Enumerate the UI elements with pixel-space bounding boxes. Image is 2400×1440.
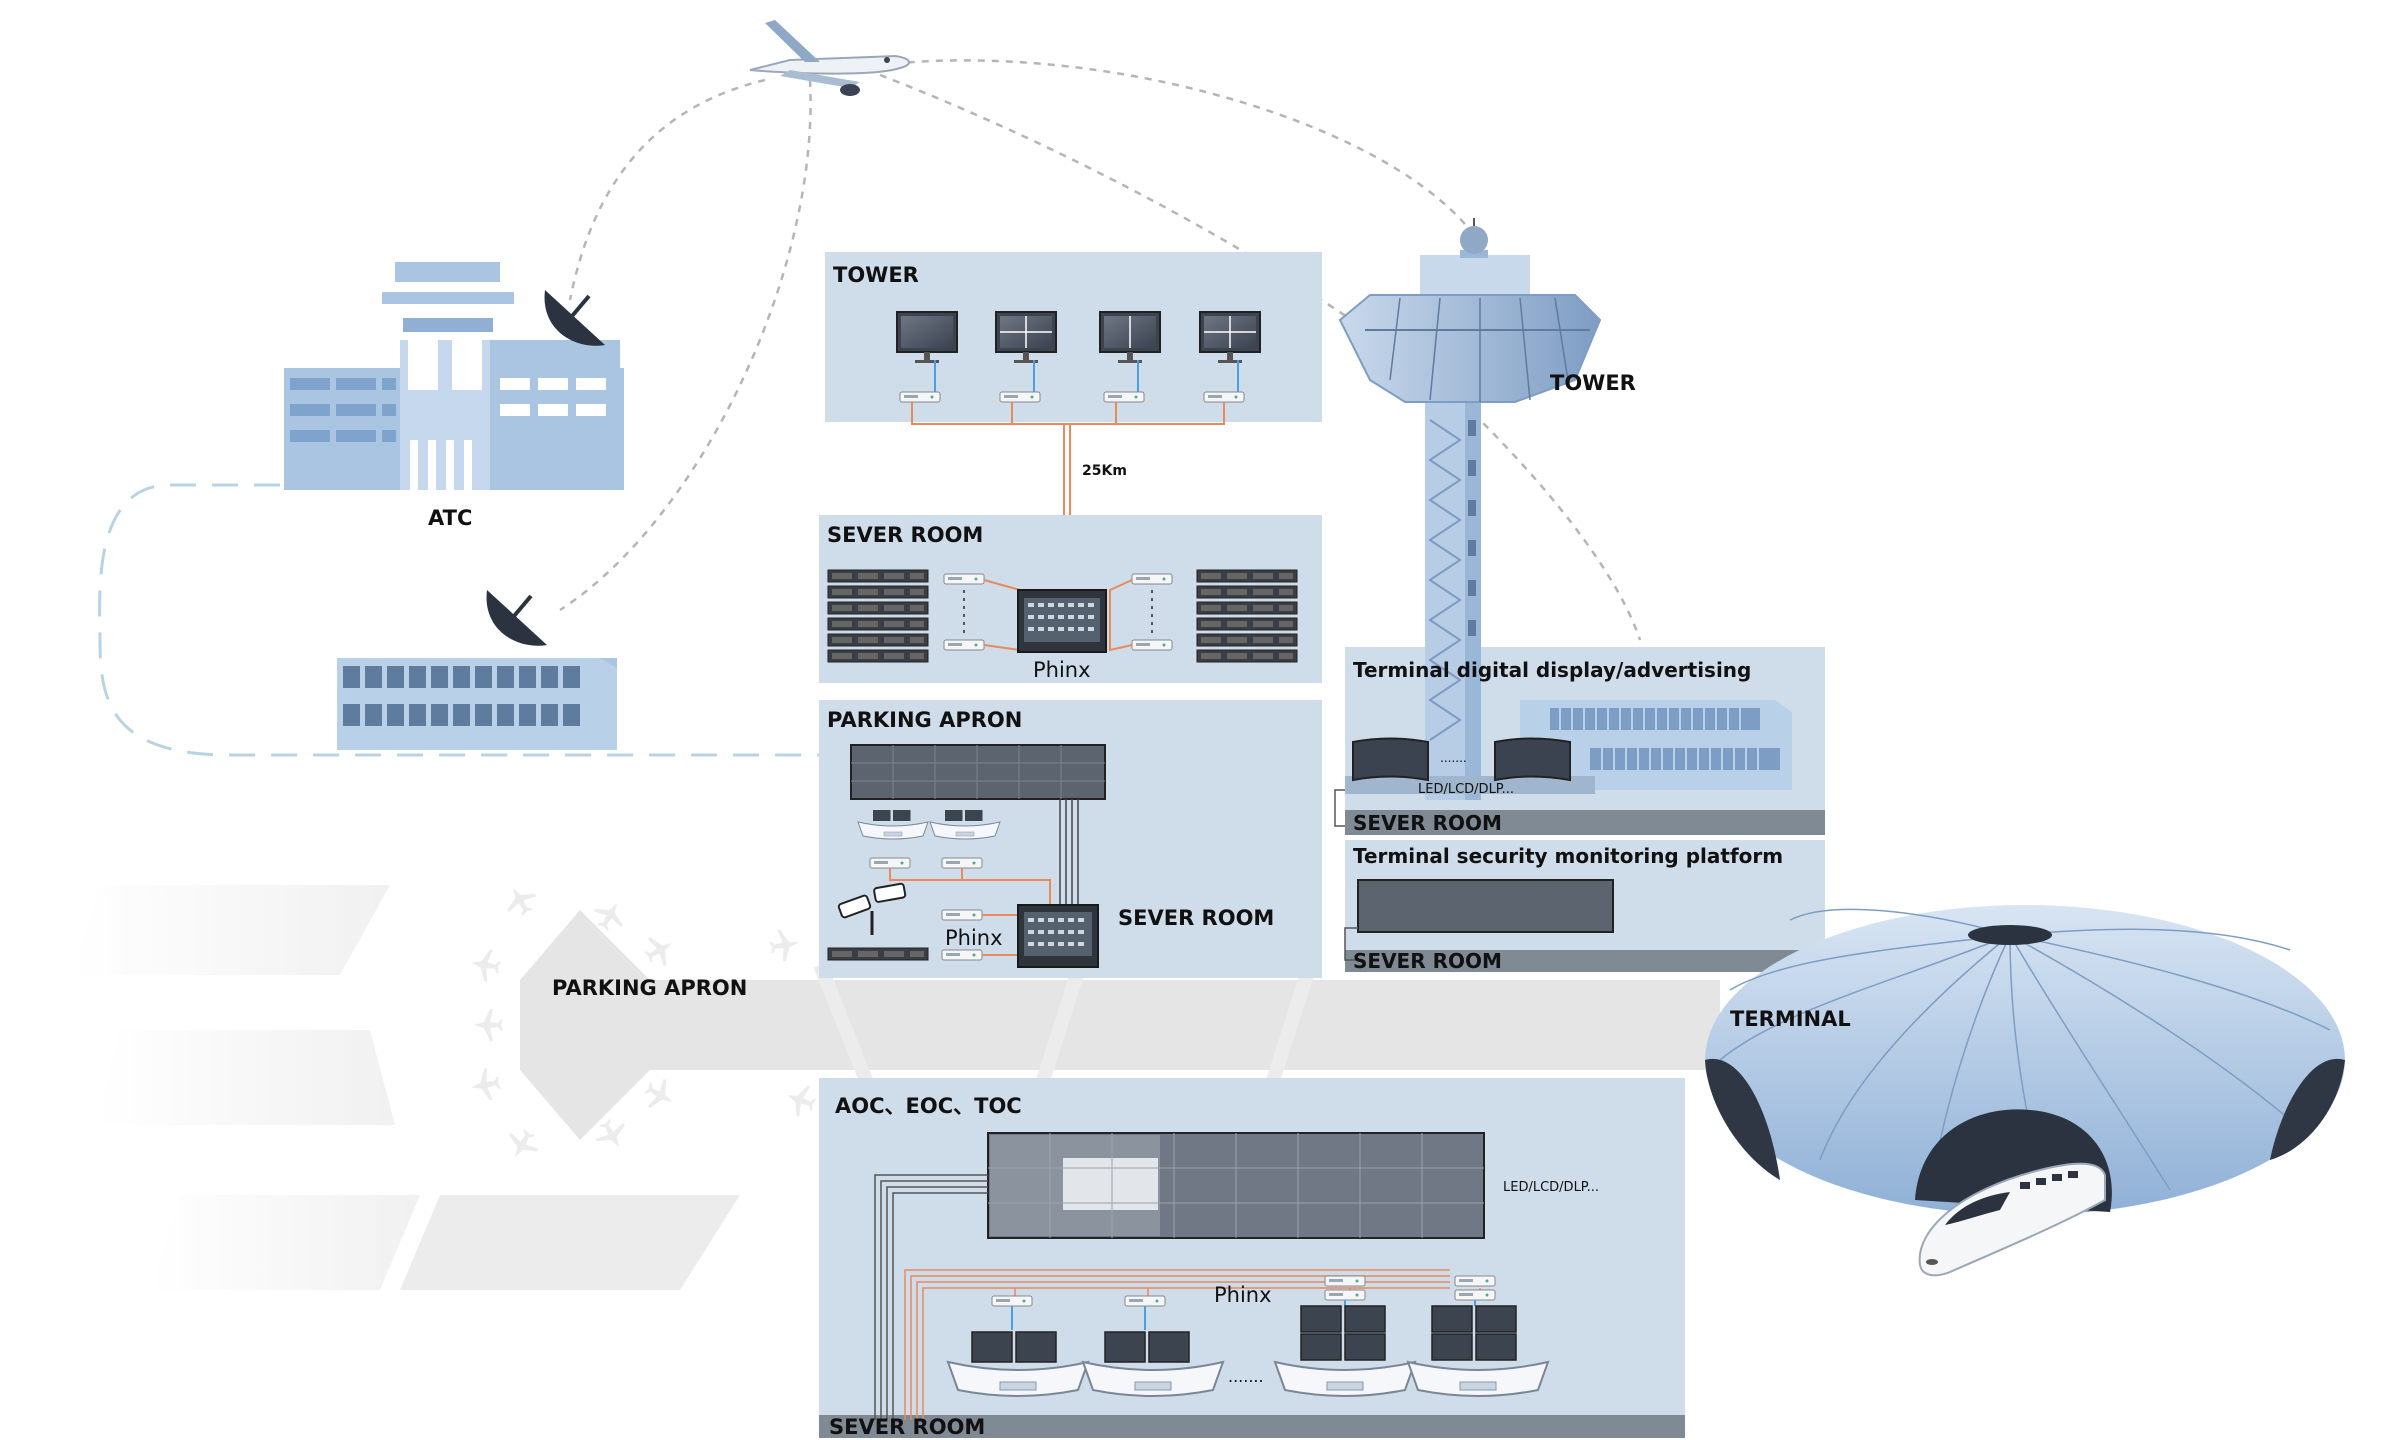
led-aoc-label: LED/LCD/DLP... — [1503, 1180, 1599, 1195]
distance-label: 25Km — [1082, 463, 1127, 479]
secondary-building — [337, 658, 617, 750]
display-building: ....... LED/LCD/DLP... — [1334, 700, 1792, 827]
satellite-dish-icon — [544, 290, 605, 346]
airplane-icon — [749, 20, 910, 96]
phinx-apron-label: Phinx — [945, 926, 1003, 950]
tower-building-label: TOWER — [1550, 371, 1636, 395]
control-tower-icon: TOWER — [1338, 218, 1636, 800]
phinx-switch — [1017, 589, 1107, 653]
tower-panel: TOWER — [825, 252, 1322, 590]
operator-desk — [947, 1295, 1089, 1397]
satellite-dish-icon — [486, 590, 547, 646]
train-icon — [1918, 1162, 2106, 1277]
server-room-panel: SEVER ROOM Phinx — [819, 515, 1322, 683]
receiver-device — [1203, 391, 1245, 403]
server-room-apron-label: SEVER ROOM — [1118, 906, 1274, 930]
server-rack-icon — [827, 947, 929, 961]
receiver-device — [899, 391, 941, 403]
aoc-label: AOC、EOC、TOC — [835, 1094, 1022, 1118]
atc-building: ATC — [284, 262, 624, 530]
video-wall — [850, 744, 1106, 800]
receiver-device — [1103, 391, 1145, 403]
parking-apron-field-label: PARKING APRON — [552, 976, 747, 1000]
server-room-bottom-label: SEVER ROOM — [829, 1415, 985, 1439]
terminal-label: TERMINAL — [1730, 1007, 1851, 1031]
server-room-display-label: SEVER ROOM — [1353, 811, 1502, 835]
parking-apron-panel: PARKING APRON — [819, 700, 1322, 978]
operator-desk — [929, 810, 1001, 840]
video-wall — [987, 1132, 1485, 1239]
operator-desk — [857, 810, 929, 840]
terminal-security-panel — [1344, 840, 1825, 972]
phinx-switch — [1017, 904, 1099, 968]
runway-ghost-shapes — [70, 885, 740, 1290]
ground-link — [98, 483, 820, 757]
tower-panel-label: TOWER — [833, 263, 919, 287]
terminal-building-icon: TERMINAL — [1705, 905, 2345, 1215]
terminal-display-label: Terminal digital display/advertising — [1353, 658, 1751, 682]
atc-label: ATC — [428, 506, 472, 530]
receiver-device — [999, 391, 1041, 403]
camera-icon — [837, 882, 907, 935]
wireless-links — [559, 59, 1642, 641]
server-room-security-label: SEVER ROOM — [1353, 949, 1502, 973]
server-room-label: SEVER ROOM — [827, 523, 983, 547]
operator-desk — [1274, 1275, 1416, 1397]
aoc-dots: ....... — [1228, 1367, 1264, 1386]
terminal-security-label: Terminal security monitoring platform — [1353, 844, 1783, 868]
parking-apron-label: PARKING APRON — [827, 708, 1022, 732]
aoc-panel: AOC、EOC、TOC LED/LCD/DLP... Phinx — [819, 1078, 1685, 1439]
led-small-label: LED/LCD/DLP... — [1418, 782, 1514, 797]
display-dots: ....... — [1440, 751, 1467, 765]
operator-desk — [1407, 1275, 1549, 1397]
phinx-aoc-label: Phinx — [1214, 1283, 1272, 1307]
phinx-label: Phinx — [1033, 658, 1091, 682]
operator-desk — [1082, 1295, 1224, 1397]
taxiway-road — [520, 910, 1720, 1140]
